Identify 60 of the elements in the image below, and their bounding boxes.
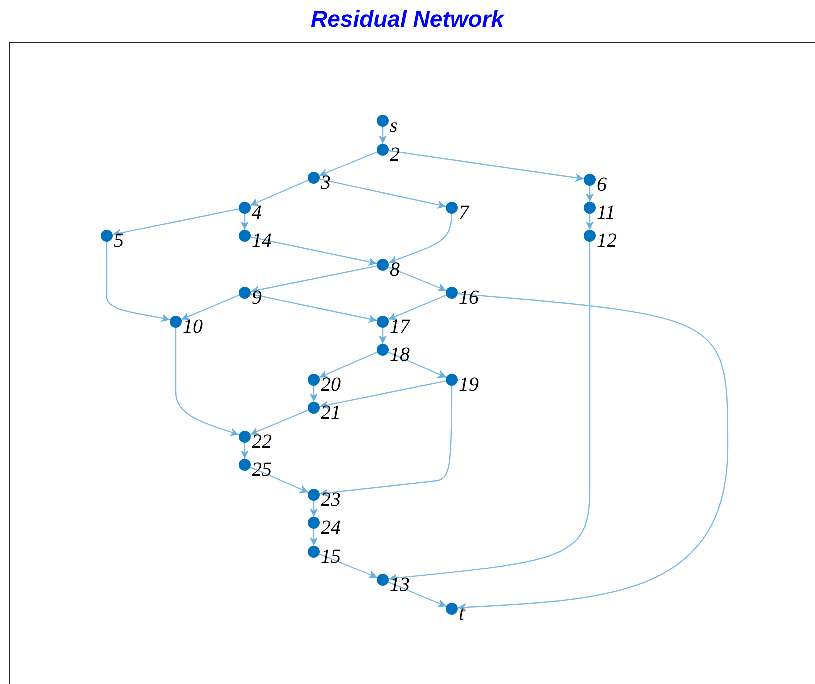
node-label: 18 <box>390 344 410 366</box>
node-label: 20 <box>321 374 341 396</box>
arrow <box>250 294 378 324</box>
arrow <box>319 152 378 177</box>
node-label: 22 <box>252 431 272 453</box>
arrow <box>320 386 453 498</box>
arrow <box>388 242 591 583</box>
node-label: 17 <box>390 316 410 338</box>
node-label: s <box>390 115 398 137</box>
arrow <box>112 208 240 238</box>
arrow <box>310 529 318 546</box>
arrow <box>250 180 309 206</box>
arrow <box>319 554 378 579</box>
arrow <box>106 242 170 322</box>
arrow <box>388 214 453 264</box>
arrow <box>310 386 318 402</box>
arrow <box>250 410 309 436</box>
chart-title: Residual Network <box>311 6 504 32</box>
arrow <box>378 127 388 144</box>
arrow <box>181 294 240 320</box>
arrow <box>586 186 594 202</box>
node-label: 5 <box>114 230 124 252</box>
node-label: 16 <box>459 287 479 309</box>
arrow <box>320 178 446 210</box>
arrow <box>320 380 446 410</box>
arrow <box>310 501 318 517</box>
node-label: 6 <box>597 174 607 196</box>
node-label: 19 <box>459 374 479 396</box>
arrow <box>240 214 250 230</box>
arrow <box>388 352 447 378</box>
node-label: 13 <box>390 574 410 596</box>
node-label: 25 <box>252 459 272 481</box>
node-label: t <box>459 603 465 625</box>
arrow <box>388 266 447 292</box>
node-label: 24 <box>321 517 341 539</box>
arrow <box>250 266 378 294</box>
arrow <box>458 293 729 612</box>
node-label: 7 <box>459 202 469 224</box>
arrow <box>388 582 447 608</box>
node-label: 4 <box>252 202 262 224</box>
arrow <box>240 443 250 459</box>
node-label: 23 <box>321 489 341 511</box>
node-label: 2 <box>390 144 400 166</box>
arrow <box>250 466 309 494</box>
arrow <box>586 214 594 230</box>
node-label: 14 <box>252 230 272 252</box>
arrow <box>175 328 240 436</box>
node-label: 15 <box>321 546 341 568</box>
arrow <box>388 294 447 320</box>
arrow <box>319 352 378 378</box>
node-label: 12 <box>597 230 617 252</box>
node-label: 21 <box>321 402 341 424</box>
arrow <box>378 328 388 344</box>
arrow <box>250 236 378 266</box>
node-label: 9 <box>252 287 262 309</box>
arrow <box>388 150 584 182</box>
node-label: 3 <box>321 172 331 194</box>
node-label: 10 <box>183 316 203 338</box>
node-label: 8 <box>390 259 400 281</box>
node-label: 11 <box>597 202 616 224</box>
